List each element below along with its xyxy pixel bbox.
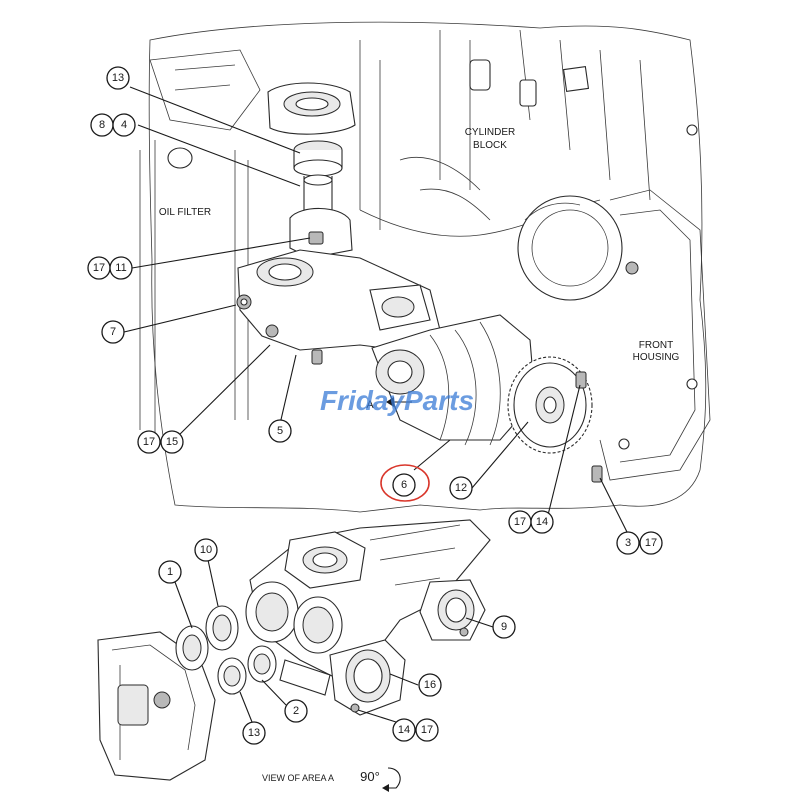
callout-2-text: 2 — [293, 705, 299, 717]
callout-17a-text: 17 — [93, 262, 105, 274]
callout-14a: 14 — [530, 510, 554, 534]
callout-17d: 17 — [639, 531, 663, 555]
callout-17c: 17 — [508, 510, 532, 534]
callout-17b: 17 — [137, 430, 161, 454]
callout-17e: 17 — [415, 718, 439, 742]
callout-7-text: 7 — [110, 326, 116, 338]
callout-6: 6 — [392, 473, 416, 497]
callout-1-text: 1 — [167, 566, 173, 578]
callout-3: 3 — [616, 531, 640, 555]
callout-14b: 14 — [392, 718, 416, 742]
callout-8: 8 — [90, 113, 114, 137]
callout-7: 7 — [101, 320, 125, 344]
callout-16: 16 — [418, 673, 442, 697]
cylinder-block-label-line1: CYLINDER — [465, 127, 516, 138]
callout-13b-text: 13 — [248, 727, 260, 739]
callout-15: 15 — [160, 430, 184, 454]
front-housing-label: FRONT HOUSING — [633, 340, 680, 363]
view-of-area-caption: VIEW OF AREA A 90° — [262, 767, 401, 792]
callout-16-text: 16 — [424, 679, 436, 691]
callout-2: 2 — [284, 699, 308, 723]
callout-17c-text: 17 — [514, 516, 526, 528]
leader-lines — [123, 86, 629, 723]
watermark: FridayParts — [320, 385, 474, 416]
callout-4a: 4 — [112, 113, 136, 137]
front-housing-label-line2: HOUSING — [633, 352, 680, 363]
callout-3-text: 3 — [625, 537, 631, 549]
exploded-view-drawing — [97, 519, 491, 781]
area-marker-label: A — [366, 399, 374, 411]
callout-17e-text: 17 — [421, 724, 433, 736]
callout-17b-text: 17 — [143, 436, 155, 448]
view-of-area-label: VIEW OF AREA A — [262, 773, 334, 783]
front-housing-label-line1: FRONT — [639, 340, 673, 351]
callout-8-text: 8 — [99, 119, 105, 131]
oil-filter-label: OIL FILTER — [159, 207, 211, 218]
watermark-text: FridayParts — [320, 385, 474, 416]
callout-6-text: 6 — [401, 479, 407, 491]
callout-4a-text: 4 — [121, 119, 127, 131]
callout-10-text: 10 — [200, 544, 212, 556]
callout-9: 9 — [492, 615, 516, 639]
callout-14a-text: 14 — [536, 516, 548, 528]
callout-5: 5 — [268, 419, 292, 443]
callout-6-highlighted: 6 — [380, 464, 430, 502]
callout-15-text: 15 — [166, 436, 178, 448]
cylinder-block-label: CYLINDER BLOCK — [465, 127, 516, 151]
cylinder-block-label-line2: BLOCK — [473, 140, 507, 151]
callout-17d-text: 17 — [645, 537, 657, 549]
rotation-label: 90° — [360, 769, 380, 784]
callout-13a: 13 — [106, 66, 130, 90]
callout-9-text: 9 — [501, 621, 507, 633]
callout-12: 12 — [449, 476, 473, 500]
callout-13a-text: 13 — [112, 72, 124, 84]
engine-block-drawing — [139, 21, 711, 513]
callout-11: 11 — [109, 256, 133, 280]
callout-13b: 13 — [242, 721, 266, 745]
callout-11-text: 11 — [115, 262, 126, 274]
callout-17a: 17 — [87, 256, 111, 280]
callout-1: 1 — [158, 560, 182, 584]
callout-5-text: 5 — [277, 425, 283, 437]
callout-14b-text: 14 — [398, 724, 410, 736]
callout-6-highlight-ring — [380, 464, 430, 502]
callout-10: 10 — [194, 538, 218, 562]
callout-12-text: 12 — [455, 482, 467, 494]
rotation-arrow-icon — [385, 767, 401, 789]
